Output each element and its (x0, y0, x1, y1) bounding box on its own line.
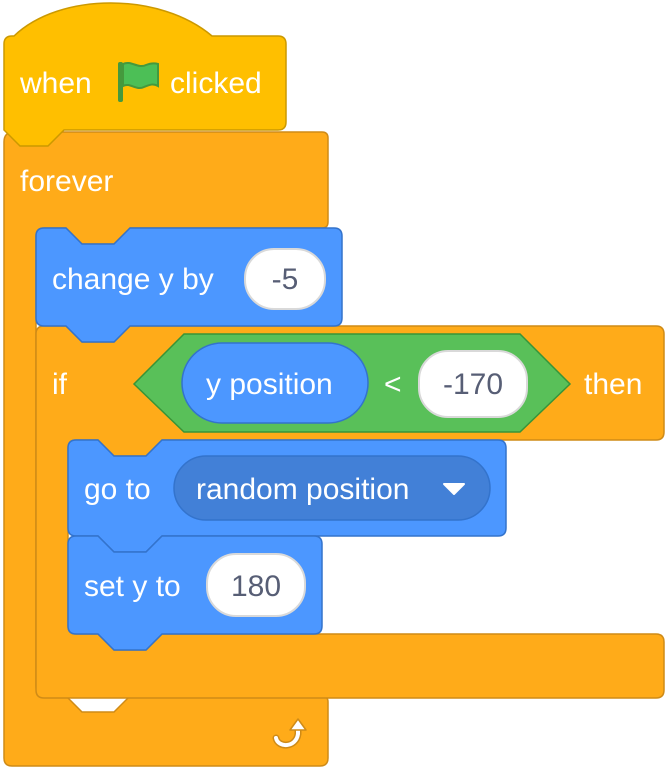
then-label: then (584, 368, 643, 401)
y-position-reporter[interactable] (181, 342, 369, 424)
compare-value: -170 (442, 368, 504, 401)
compare-value-input[interactable]: -170 (418, 350, 528, 418)
random-position-label: random position (196, 473, 410, 506)
less-than-symbol: < (384, 368, 402, 401)
change-y-label: change y by (52, 263, 214, 296)
change-y-value-input[interactable]: -5 (244, 248, 326, 310)
go-to-label: go to (84, 473, 151, 506)
forever-label: forever (20, 165, 114, 198)
if-label: if (52, 368, 67, 401)
hat-when-label: when (20, 67, 92, 100)
loop-arrow-icon (272, 718, 307, 749)
random-position-menu[interactable] (173, 455, 491, 521)
y-position-label: y position (206, 368, 333, 401)
set-y-value: 180 (230, 570, 282, 603)
set-y-value-input[interactable]: 180 (206, 553, 306, 617)
set-y-label: set y to (84, 570, 181, 603)
green-flag-icon (118, 62, 159, 102)
dropdown-arrow-icon[interactable] (442, 482, 466, 496)
change-y-value: -5 (271, 263, 299, 296)
hat-clicked-label: clicked (170, 67, 262, 100)
